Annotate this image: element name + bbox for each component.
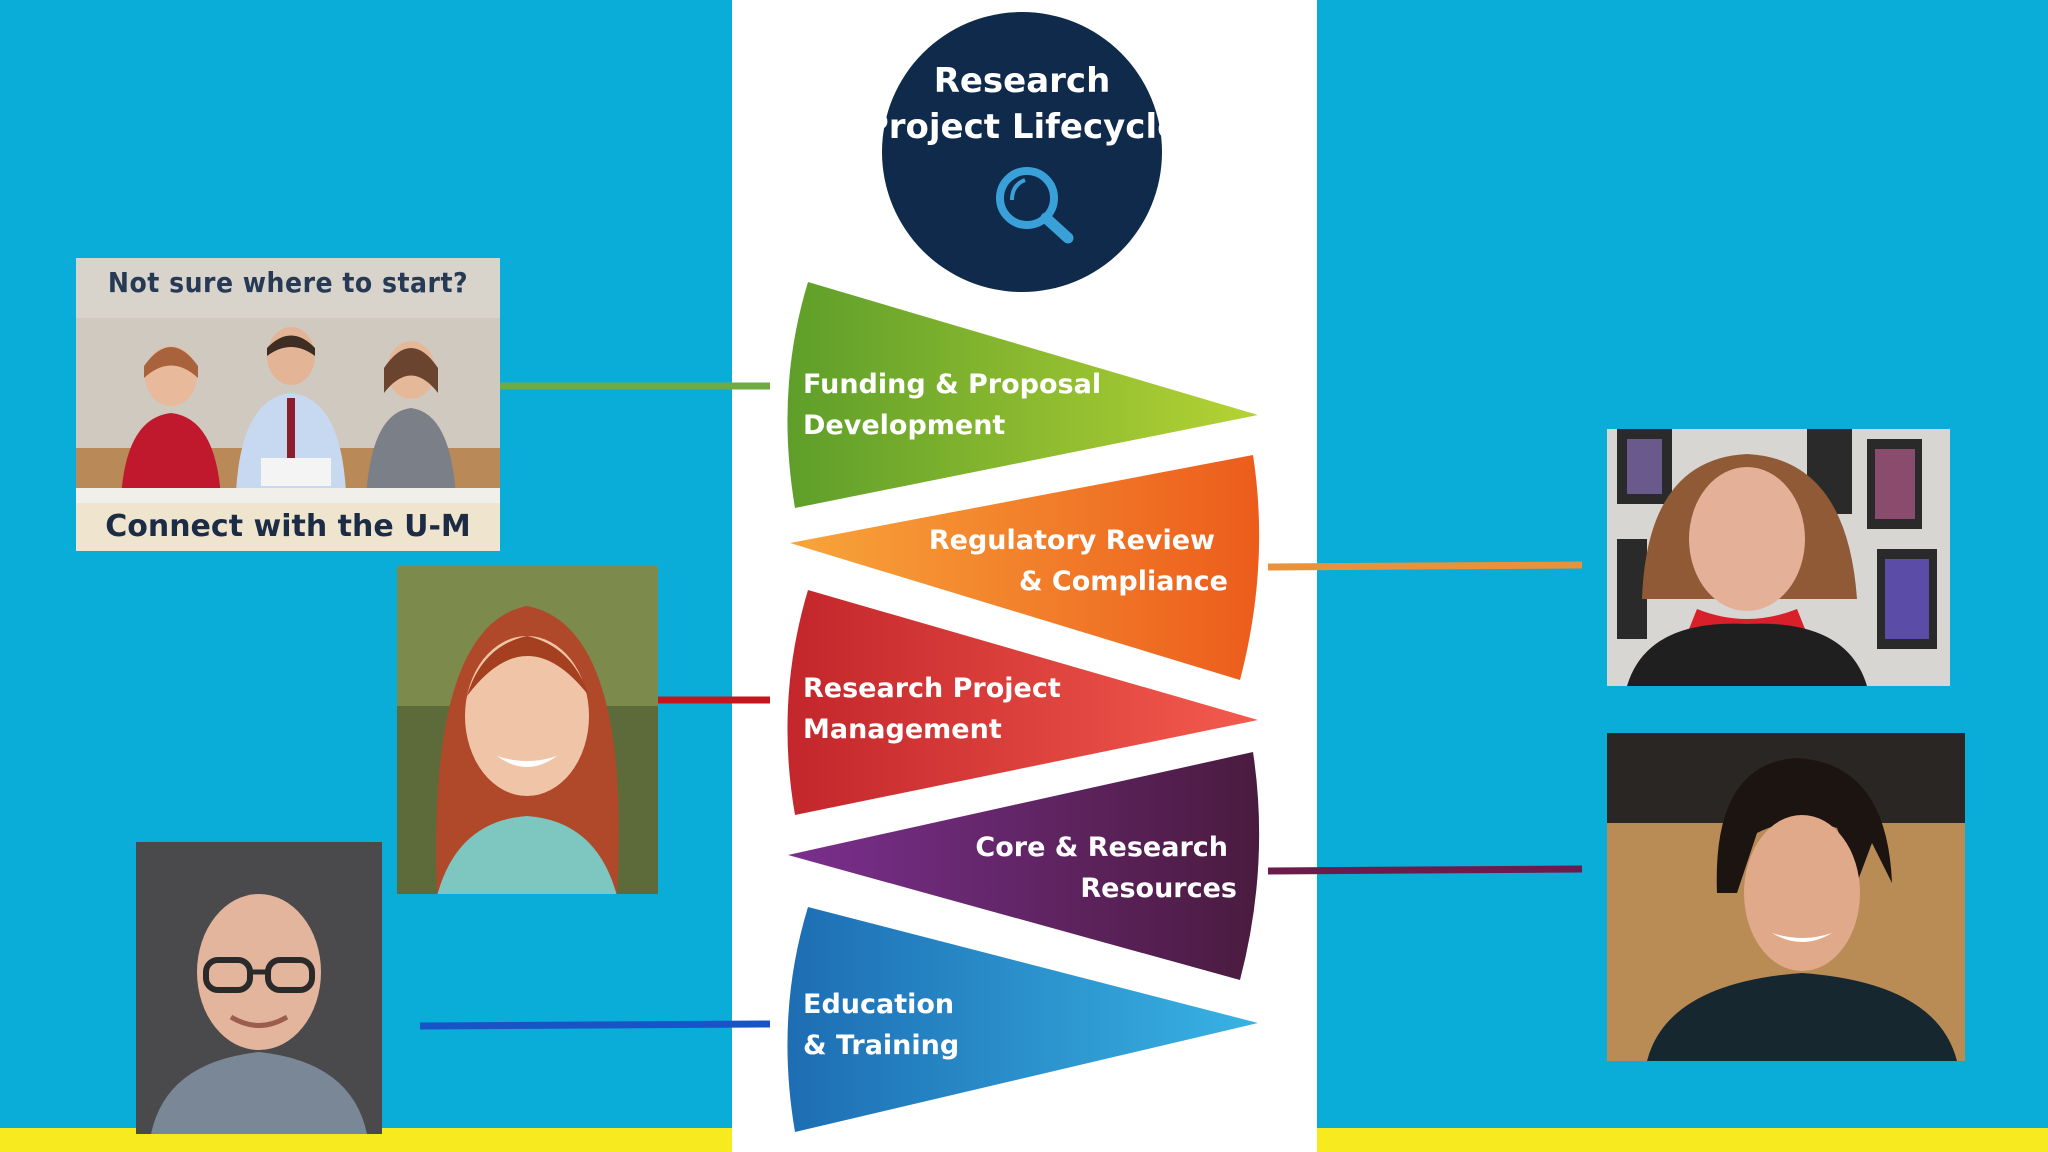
bottom-accent-bar-right: [1317, 1128, 2048, 1152]
stage-label-regulatory-1: Regulatory Review: [929, 525, 1215, 556]
wedge-core-resources: [788, 752, 1260, 980]
magnifier-icon: [996, 167, 1074, 244]
portrait-man-glasses: [136, 842, 382, 1134]
connector-regulatory: [1267, 561, 1583, 571]
wedge-project-management: [787, 590, 1258, 815]
portrait-woman-red-collar: [1607, 429, 1950, 686]
stage-label-funding-2: Development: [803, 410, 1005, 441]
library-card-caption: Connect with the U-M Library: [76, 503, 500, 551]
lifecycle-hub: [882, 12, 1162, 292]
stage-label-management-1: Research Project: [803, 673, 1061, 704]
library-photo-card: Not sure where to start? Connect with th…: [76, 258, 500, 551]
connector-education: [419, 1020, 771, 1030]
connector-core-resources: [1267, 865, 1583, 875]
wedge-funding: [787, 282, 1258, 508]
wedge-education: [787, 907, 1258, 1132]
hub-title-line2: Project Lifecycle: [864, 107, 1180, 147]
stage-label-education-2: & Training: [803, 1030, 959, 1061]
stage-label-regulatory-2: & Compliance: [1019, 566, 1228, 597]
stage-label-funding-1: Funding & Proposal: [803, 369, 1101, 400]
stage-label-core-1: Core & Research: [975, 832, 1228, 863]
hub-title-line1: Research: [934, 61, 1111, 101]
stage-label-education-1: Education: [803, 989, 954, 1020]
library-card-heading: Not sure where to start?: [107, 266, 469, 299]
library-group-photo: [76, 258, 500, 551]
portrait-red-hair: [397, 566, 658, 894]
portrait-short-hair: [1607, 733, 1965, 1061]
wedge-regulatory: [790, 455, 1260, 680]
stage-label-core-2: Resources: [1080, 873, 1237, 904]
stage-label-management-2: Management: [803, 714, 1002, 745]
